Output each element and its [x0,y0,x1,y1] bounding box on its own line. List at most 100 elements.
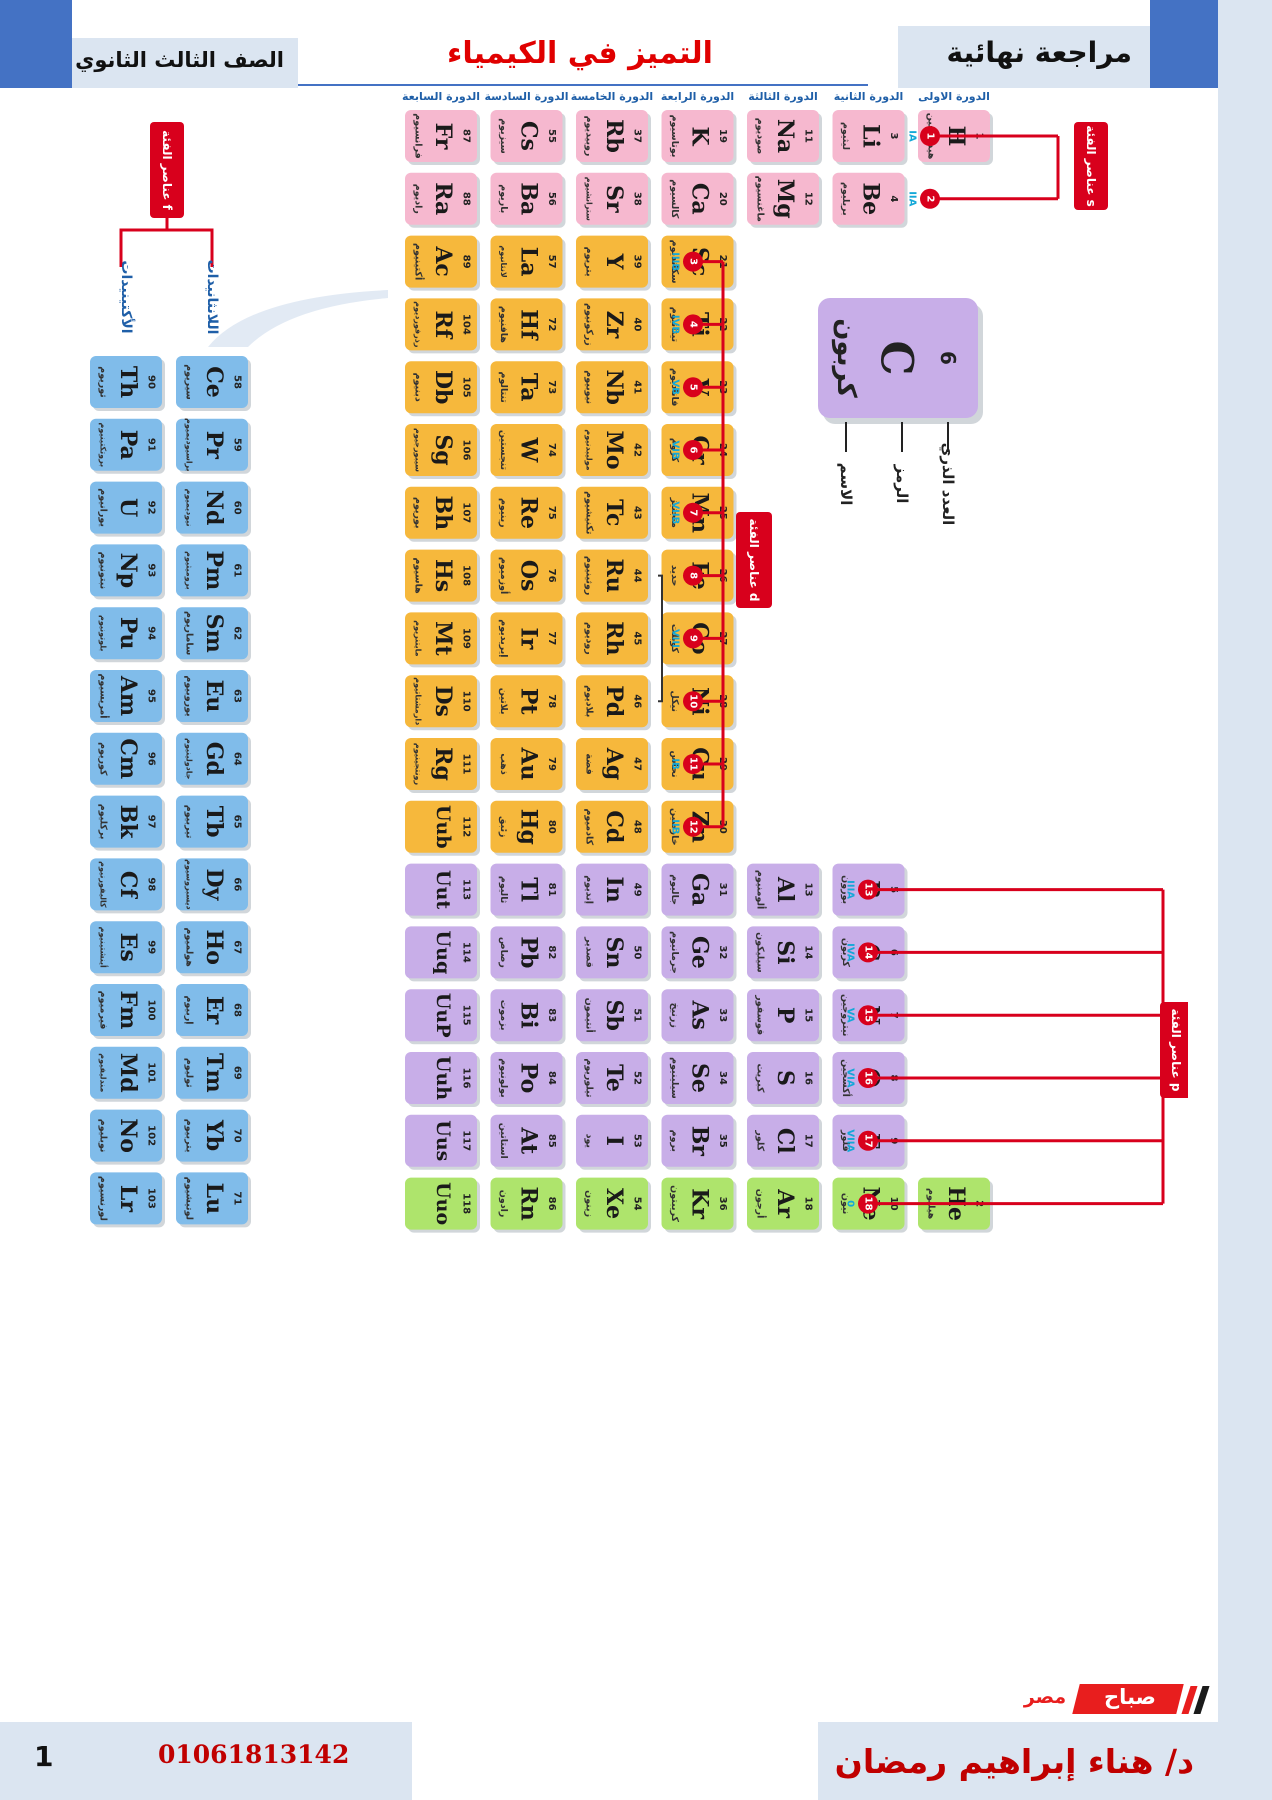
element-Er-arabic: إربيوم [184,995,195,1024]
element-Ho-symbol: Ho [201,929,227,964]
element-Rb-arabic: روبيديوم [584,116,595,157]
element-Ds-symbol: Ds [430,685,456,716]
group-badge-14 [858,942,878,963]
period-header-4: الدورة الرابعة [661,92,734,103]
element-Md-arabic: مندليفيوم [99,1053,108,1092]
element-Bh-symbol: Bh [430,496,456,531]
element-In-arabic: إنديوم [584,875,595,904]
element-Rb-number: 37 [632,129,643,143]
element-S-arabic: كبريت [755,1064,766,1093]
element-Zr-arabic: زركونيوم [584,303,595,346]
element-Sg-symbol: Sg [430,434,456,465]
element-Mo-number: 42 [632,443,643,457]
element-Mg-symbol: Mg [772,179,798,219]
element-Rb [576,110,648,162]
group-number-18: 18 [863,1197,874,1211]
group-label-18: 0 [845,1200,856,1207]
element-Cd-symbol: Cd [601,810,627,843]
element-Li-number: 3 [888,133,899,140]
element-Xe-number: 54 [632,1197,643,1211]
element-Tm-arabic: ثوليوم [184,1058,195,1088]
element-Sc-arabic: سكانديوم [669,240,680,284]
element-Po-number: 84 [546,1071,557,1085]
element-Hs-symbol: Hs [430,559,456,592]
element-Kr [661,1177,734,1230]
element-Zr [576,298,648,351]
element-Mo [576,424,648,476]
element-Nb [576,361,648,414]
legend-card [818,298,978,418]
element-Tm-symbol: Tm [201,1053,227,1093]
element-Md-number: 101 [146,1062,157,1083]
group-number-15: 15 [863,1008,874,1022]
element-Pt [490,675,563,728]
element-Nd-arabic: نيوديميوم [185,489,194,527]
block-label-f: عناصر الفئة f [160,130,174,210]
element-Eu-symbol: Eu [201,680,227,713]
element-Eu [176,670,248,722]
block-tag-d [736,512,772,608]
element-I-symbol: I [601,1136,627,1146]
element-Tb [176,795,248,848]
element-Ag-number: 47 [632,757,643,771]
element-Gd-symbol: Gd [201,742,227,776]
legend-number: 6 [936,351,960,365]
element-Rf [405,298,477,351]
element-Tb-arabic: تيربيوم [184,805,195,839]
element-Uus [405,1114,477,1167]
element-Fr-arabic: فرانسيوم [413,113,424,158]
element-Yb [176,1109,248,1162]
element-Bk [90,795,162,848]
group-number-6: 6 [688,447,699,454]
element-Li [832,110,905,162]
element-Au [490,738,563,790]
element-Dy-symbol: Dy [201,868,227,901]
block-tag-p [1160,1002,1188,1098]
element-Cm [90,732,162,785]
element-Ge-number: 32 [717,945,728,959]
element-Db-arabic: دبنيوم [413,373,424,402]
element-Cs-symbol: Cs [516,121,542,151]
element-Rf-number: 104 [461,314,472,335]
element-Ar-number: 18 [803,1197,814,1211]
element-Ra-arabic: راديوم [413,184,424,214]
element-Er-symbol: Er [201,996,227,1025]
element-Bi-number: 83 [546,1008,557,1022]
element-Ni-arabic: نيكل [669,690,680,711]
legend-label_number: العدد الذري [938,443,957,526]
element-Co-arabic: كوبلت [669,624,680,653]
element-Am-symbol: Am [115,675,141,716]
element-Cf-arabic: كاليفورنيوم [99,861,108,908]
element-Nd-symbol: Nd [201,490,227,525]
element-Bk-number: 97 [146,815,157,829]
lanthanide-link-shape [208,290,388,347]
author-name: د/ هناء إبراهيم رمضان [834,1742,1194,1781]
element-Cd [576,800,648,853]
element-Sg-number: 106 [461,440,472,461]
element-Md [90,1046,162,1099]
element-Dy-number: 66 [232,877,243,891]
element-Ti-arabic: تيتانيوم [669,307,680,342]
element-B-arabic: بورون [840,875,851,904]
element-P-symbol: P [772,1007,798,1024]
element-Gd-number: 64 [232,752,243,766]
element-Ta-arabic: تنتالوم [498,372,509,403]
group-number-8: 8 [688,572,699,579]
element-La-symbol: La [516,247,542,277]
element-Bi-arabic: بزموت [498,1000,509,1031]
element-Br [661,1114,734,1167]
element-Ag-arabic: فضة [584,753,595,774]
element-Cm-arabic: كوريوم [98,742,109,776]
element-Pd-arabic: بلاديوم [584,685,595,717]
element-Am-arabic: أمريسيوم [98,673,111,718]
element-Hf-number: 72 [546,317,557,331]
element-Br-symbol: Br [687,1126,713,1157]
element-Cs-arabic: سيزيوم [498,118,509,154]
element-Ra-number: 88 [461,192,472,206]
element-Ds [405,675,477,728]
element-Ba-number: 56 [546,192,557,206]
lanthanides-label: اللانثانيدات [204,260,220,335]
element-Ga-symbol: Ga [687,873,713,906]
element-Ba-symbol: Ba [516,182,542,215]
element-Nb-symbol: Nb [601,369,627,405]
